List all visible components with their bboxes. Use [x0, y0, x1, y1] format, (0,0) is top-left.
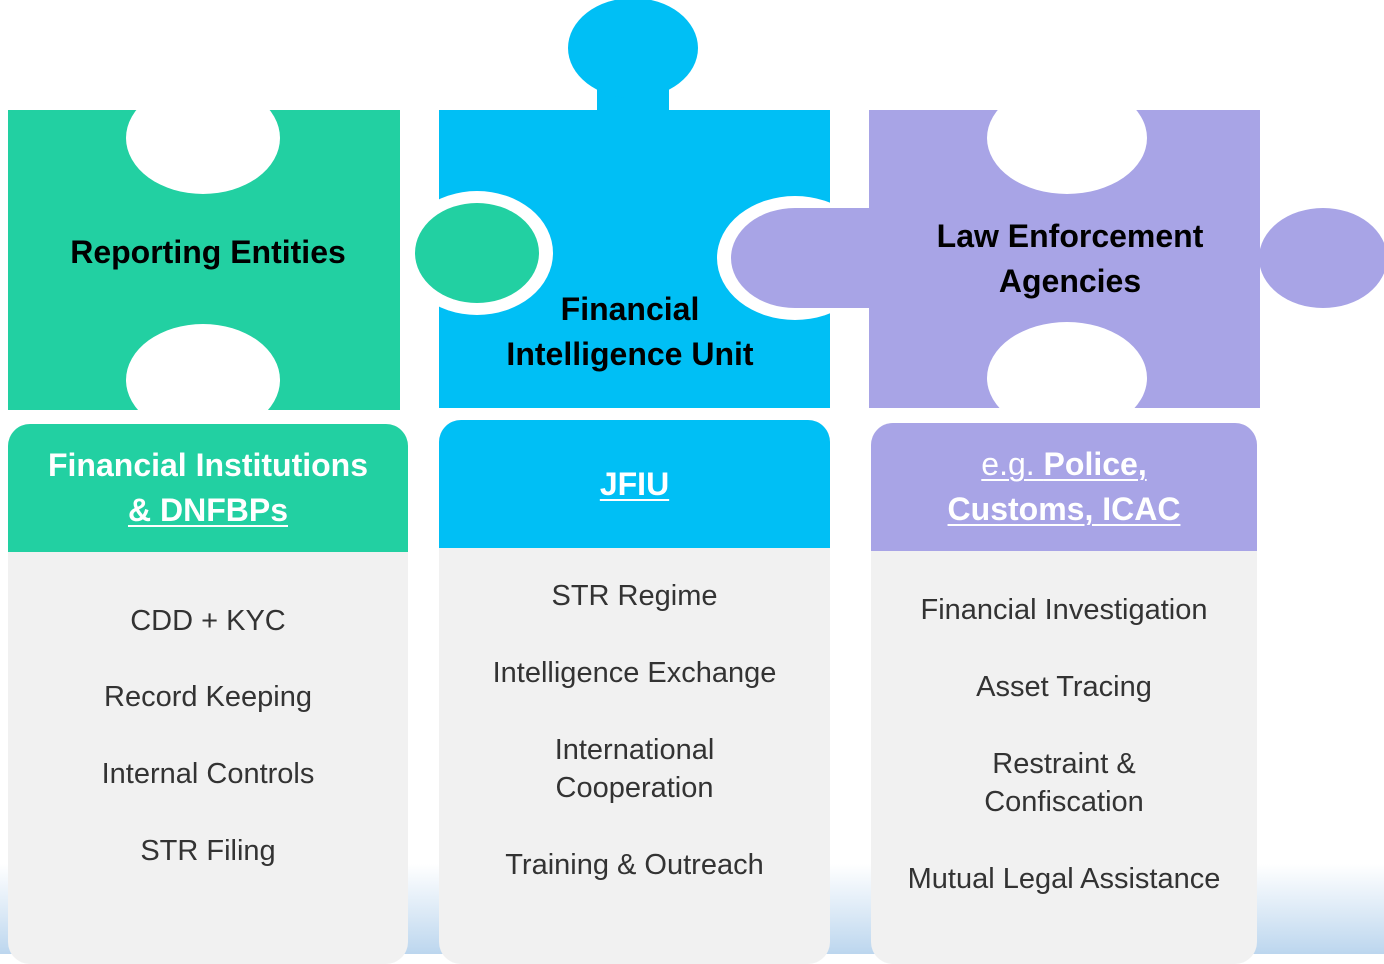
list-item: International	[554, 734, 715, 766]
list-item: Training & Outreach	[505, 849, 764, 881]
piece-title-law-enforcement: Law Enforcement Agencies	[890, 214, 1250, 304]
police-link: Police,	[1043, 446, 1147, 482]
list-item: Financial Investigation	[920, 594, 1208, 626]
jfiu-link[interactable]: JFIU	[599, 465, 670, 502]
piece-title-fiu: Financial Intelligence Unit	[460, 287, 800, 377]
card-heading-line1: Financial Institutions	[47, 447, 368, 483]
list-item: Record Keeping	[104, 681, 312, 713]
card-heading-line1[interactable]: e.g. Police,	[981, 442, 1146, 487]
card-jfiu: JFIU STR Regime Intelligence Exchange In…	[439, 420, 830, 964]
list-item: CDD + KYC	[130, 605, 286, 637]
list-item: Intelligence Exchange	[492, 657, 777, 689]
list-item: Asset Tracing	[976, 671, 1152, 703]
fiu-label-line2: Intelligence Unit	[506, 336, 754, 372]
card-heading-financial-institutions: Financial Institutions & DNFBPs	[8, 424, 408, 552]
puzzle-piece-law-enforcement	[717, 82, 1384, 420]
list-item: STR Regime	[551, 580, 718, 612]
reporting-entities-label: Reporting Entities	[70, 234, 346, 270]
card-financial-institutions: Financial Institutions & DNFBPs CDD + KY…	[8, 424, 408, 964]
list-item: Cooperation	[555, 772, 714, 804]
piece-title-reporting-entities: Reporting Entities	[20, 230, 396, 275]
customs-icac-link[interactable]: Customs, ICAC	[947, 491, 1181, 527]
card-law-enforcement: e.g. Police, Customs, ICAC Financial Inv…	[871, 423, 1257, 964]
puzzle-pieces	[8, 0, 1384, 420]
card-heading-jfiu: JFIU	[439, 420, 830, 548]
eg-prefix: e.g.	[981, 446, 1044, 482]
card-heading-line2: & DNFBPs	[127, 492, 288, 528]
list-item: Restraint &	[992, 748, 1136, 780]
lea-label-line1: Law Enforcement	[936, 218, 1204, 254]
list-item: STR Filing	[140, 835, 276, 867]
puzzle-piece-reporting-entities	[8, 82, 539, 420]
card-heading-law-enforcement: e.g. Police, Customs, ICAC	[871, 423, 1257, 551]
list-item: Mutual Legal Assistance	[907, 863, 1221, 895]
list-item: Confiscation	[984, 786, 1144, 818]
list-item: Internal Controls	[101, 758, 315, 790]
lea-label-line2: Agencies	[998, 263, 1142, 299]
fiu-label-line1: Financial	[560, 291, 700, 327]
